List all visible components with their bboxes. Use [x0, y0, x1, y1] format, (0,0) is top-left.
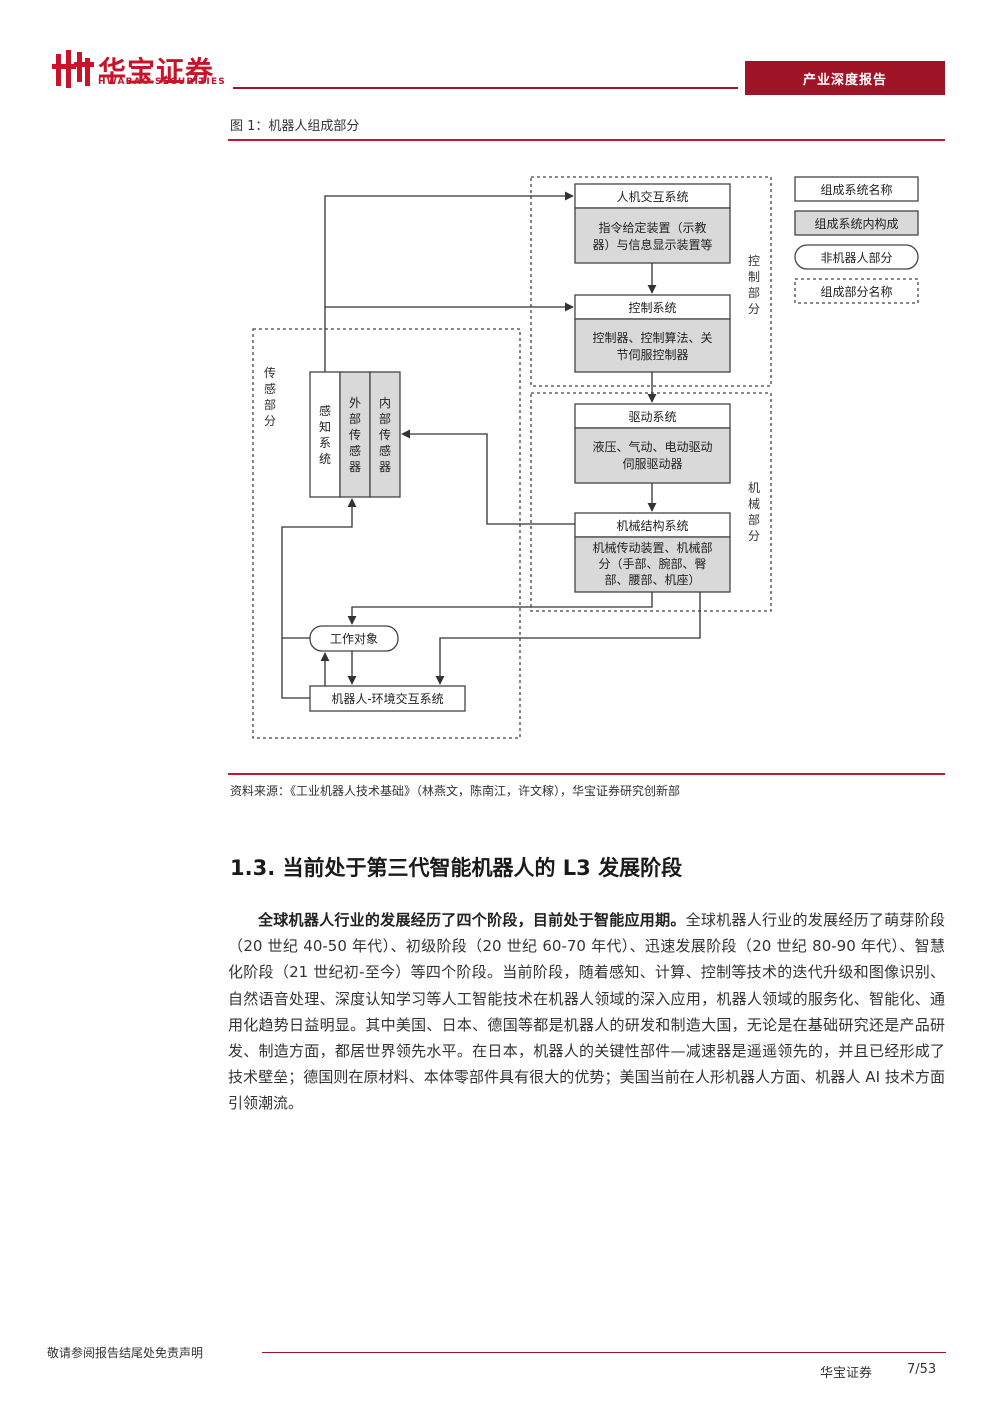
- report-type-badge: 产业深度报告: [745, 61, 945, 95]
- work-object-label: 工作对象: [330, 632, 378, 646]
- legend-part-name-swatch: [794, 278, 919, 304]
- work-object-box: 工作对象: [309, 625, 399, 652]
- paragraph-lead: 全球机器人行业的发展经历了四个阶段，目前处于智能应用期。: [258, 911, 686, 929]
- legend-system-content-swatch: [794, 210, 919, 236]
- mechanical-label-char: 部: [748, 512, 760, 527]
- figure-bottom-rule: [228, 773, 945, 775]
- control-group-label: 控 制 部 分: [748, 254, 760, 316]
- sensing-system-box: 感 知 系 统 外 部 传 感 器 内 部 传 感 器: [309, 371, 401, 498]
- paragraph-body: 全球机器人行业的发展经历了萌芽阶段（20 世纪 40-50 年代）、初级阶段（2…: [228, 911, 945, 1113]
- control-system-content: 节伺服控制器: [616, 348, 688, 362]
- external-sensor-char: 部: [349, 411, 361, 426]
- mechanical-label-char: 机: [748, 481, 760, 495]
- control-system-box: 控制系统 控制器、控制算法、关 节伺服控制器: [574, 294, 731, 373]
- legend-non-robot: 非机器人部分: [820, 250, 892, 265]
- internal-sensor-char: 部: [379, 411, 391, 426]
- control-label-char: 部: [748, 285, 760, 300]
- hmi-system-content: 器）与信息显示装置等: [592, 237, 712, 252]
- drive-system-box: 驱动系统 液压、气动、电动驱动 伺服驱动器: [574, 403, 731, 484]
- mechanical-label-char: 械: [748, 496, 760, 511]
- hmi-system-content: 指令给定装置（示教: [598, 220, 706, 235]
- control-label-char: 分: [748, 302, 760, 316]
- perception-char: 感: [319, 403, 331, 418]
- arrow-sensing-to-hmi: [324, 191, 574, 372]
- sensing-group-region: [252, 328, 521, 739]
- figure-title: 图 1：机器人组成部分: [230, 119, 360, 134]
- control-label-char: 控: [748, 254, 760, 268]
- figure-source: 资料来源：《工业机器人技术基础》（林燕文，陈南江，许文稼），华宝证券研究创新部: [230, 784, 681, 798]
- control-group-region: [530, 176, 772, 387]
- sensing-group-label: 传 感 部 分: [264, 365, 276, 428]
- header-divider: [233, 87, 738, 89]
- legend-system-content: 组成系统内构成: [814, 216, 898, 231]
- sensing-label-char: 分: [264, 414, 276, 428]
- external-sensor-char: 外: [349, 396, 361, 410]
- legend-non-robot-swatch: [794, 244, 919, 270]
- control-label-char: 制: [748, 270, 760, 284]
- sensing-label-char: 传: [264, 365, 276, 380]
- company-logo: [52, 48, 96, 90]
- hmi-system-title: 人机交互系统: [616, 189, 688, 204]
- legend-system-name: 组成系统名称: [820, 182, 892, 197]
- internal-sensor-char: 器: [379, 460, 391, 474]
- footer-disclaimer: 敬请参阅报告结尾处免责声明: [47, 1346, 204, 1360]
- mechanical-group-region: [530, 392, 772, 612]
- section-paragraph: 全球机器人行业的发展经历了四个阶段，目前处于智能应用期。全球机器人行业的发展经历…: [228, 907, 945, 1117]
- legend-system-name-swatch: [794, 176, 919, 202]
- arrow-mech-to-internal-sensor: [401, 429, 575, 525]
- company-name: 华宝证券: [98, 55, 215, 88]
- drive-system-content: 液压、气动、电动驱动: [592, 439, 712, 454]
- mechanical-group-label: 机 械 部 分: [748, 481, 760, 543]
- figure-top-rule: [228, 139, 945, 141]
- control-system-title: 控制系统: [628, 301, 676, 315]
- footer-company: 华宝证券: [820, 1366, 873, 1381]
- env-system-label: 机器人-环境交互系统: [331, 691, 443, 706]
- external-sensor-char: 器: [349, 460, 361, 474]
- mechanical-label-char: 分: [748, 529, 760, 543]
- internal-sensor-char: 感: [379, 443, 391, 458]
- arrow-mech-to-env-system: [435, 592, 701, 685]
- internal-sensor-char: 传: [379, 427, 391, 442]
- legend-part-name: 组成部分名称: [820, 284, 892, 299]
- company-name-en: HWABAO SECURITIES: [98, 77, 226, 87]
- mech-system-title: 机械结构系统: [616, 518, 688, 533]
- sensing-label-char: 感: [264, 381, 276, 396]
- diagram-legend: 组成系统名称 组成系统内构成 非机器人部分 组成部分名称: [794, 176, 919, 304]
- perception-char: 系: [319, 436, 331, 450]
- hmi-system-box: 人机交互系统 指令给定装置（示教 器）与信息显示装置等: [574, 183, 731, 264]
- internal-sensor-char: 内: [379, 396, 391, 410]
- mech-system-content: 部、腰部、机座）: [604, 572, 700, 587]
- drive-system-title: 驱动系统: [628, 410, 676, 424]
- drive-system-content: 伺服驱动器: [622, 457, 682, 471]
- mech-system-content: 机械传动装置、机械部: [592, 540, 712, 555]
- footer-divider: [262, 1352, 946, 1353]
- env-system-box: 机器人-环境交互系统: [309, 685, 466, 712]
- sensing-label-char: 部: [264, 397, 276, 412]
- robot-composition-diagram: 控 制 部 分 机 械 部 分 传 感 部 分 人机交互系统 指令给定装置（示教…: [252, 176, 919, 739]
- perception-char: 统: [319, 452, 331, 466]
- mech-system-content: 分（手部、腕部、臀: [598, 556, 706, 571]
- arrow-feedback-to-external-sensor: [281, 498, 357, 699]
- perception-char: 知: [319, 420, 331, 434]
- external-sensor-char: 传: [349, 427, 361, 442]
- control-system-content: 控制器、控制算法、关: [592, 330, 712, 345]
- external-sensor-char: 感: [349, 443, 361, 458]
- section-heading: 1.3. 当前处于第三代智能机器人的 L3 发展阶段: [230, 856, 683, 880]
- mech-system-box: 机械结构系统 机械传动装置、机械部 分（手部、腕部、臀 部、腰部、机座）: [574, 512, 731, 593]
- arrow-mech-to-work-object: [347, 592, 653, 625]
- page-number: 7/53: [907, 1362, 937, 1377]
